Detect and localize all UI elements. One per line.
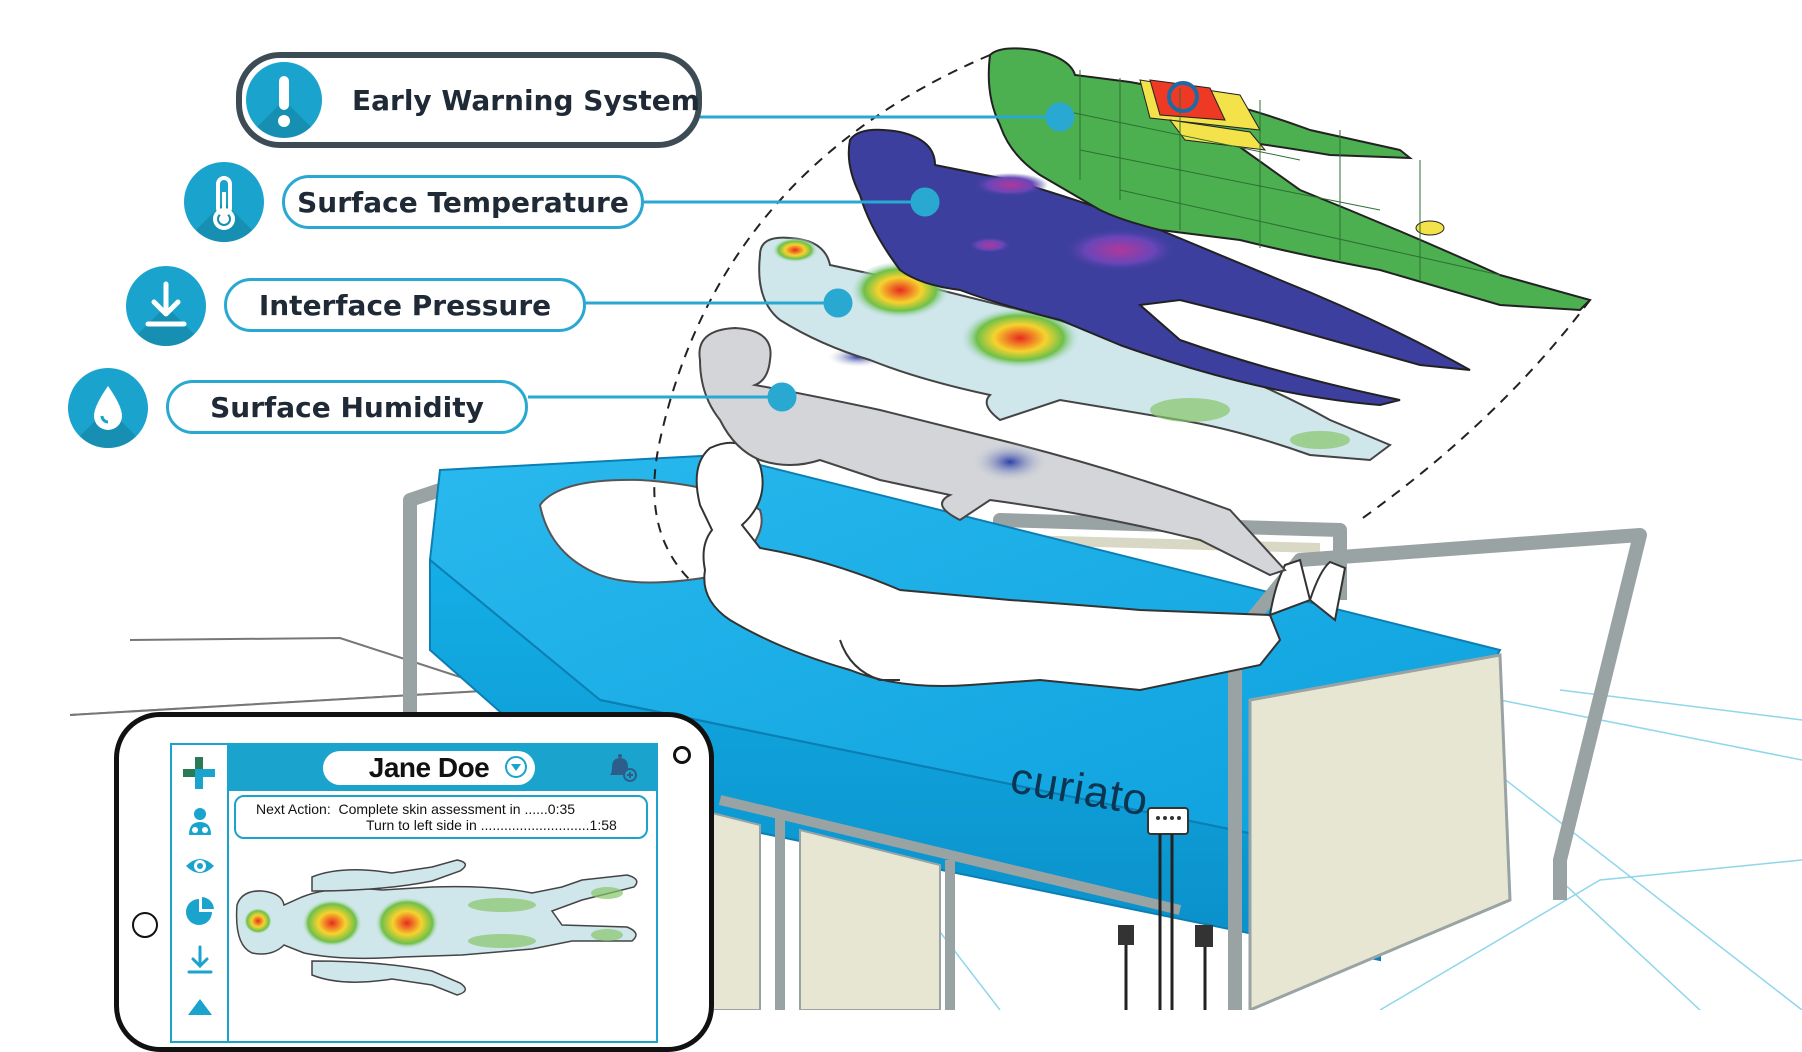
eye-icon[interactable] [184, 850, 216, 882]
temperature-map [847, 128, 1471, 407]
next-action-panel: Next Action: Complete skin assessment in… [234, 795, 648, 839]
footboard [1228, 528, 1647, 1010]
thermometer-icon [184, 162, 264, 242]
early-warning-label: Early Warning System [352, 83, 700, 117]
pie-chart-icon[interactable] [184, 895, 216, 927]
surface-humidity-label: Surface Humidity [210, 390, 484, 424]
action-text-1: Complete skin assessment in ......0:35 [338, 801, 576, 817]
dashed-arc [653, 54, 991, 581]
pressure-nav-icon[interactable] [184, 945, 216, 977]
chevron-down-icon[interactable] [505, 756, 527, 778]
app-sidebar [172, 745, 229, 1041]
connectors [528, 102, 1075, 412]
alert-bell-icon[interactable] [604, 753, 638, 783]
early-warning-map [987, 47, 1592, 312]
pressure-map [758, 236, 1392, 462]
caregiver-icon[interactable] [184, 805, 216, 837]
pressure-download-icon [126, 266, 206, 346]
surface-temperature-callout: Surface Temperature [282, 175, 644, 229]
warning-icon [246, 62, 322, 138]
plus-logo-icon[interactable] [179, 753, 219, 793]
tablet-screen: Jane Doe Next Action: Complete skin asse… [170, 743, 658, 1043]
patient-selector[interactable]: Jane Doe [323, 751, 535, 785]
water-drop-icon [68, 368, 148, 448]
tablet-home-button[interactable] [132, 912, 158, 938]
next-action-row-2: Turn to left side in ...................… [256, 817, 646, 833]
app-header: Jane Doe [229, 745, 656, 791]
patient-name: Jane Doe [368, 752, 490, 783]
tablet-pressure-map [235, 859, 638, 996]
next-action-label: Next Action: [256, 801, 331, 817]
surface-humidity-callout: Surface Humidity [166, 380, 528, 434]
up-arrow-icon[interactable] [184, 995, 216, 1027]
action-text-2: Turn to left side in ...................… [366, 817, 617, 833]
next-action-row-1: Next Action: Complete skin assessment in… [256, 801, 646, 817]
interface-pressure-callout: Interface Pressure [224, 278, 586, 332]
patient-figure [695, 441, 1347, 692]
scene-illustration [69, 47, 1802, 1010]
control-box [1118, 807, 1213, 1010]
interface-pressure-label: Interface Pressure [258, 288, 552, 322]
surface-temperature-label: Surface Temperature [297, 185, 629, 219]
tablet-camera [673, 746, 691, 764]
